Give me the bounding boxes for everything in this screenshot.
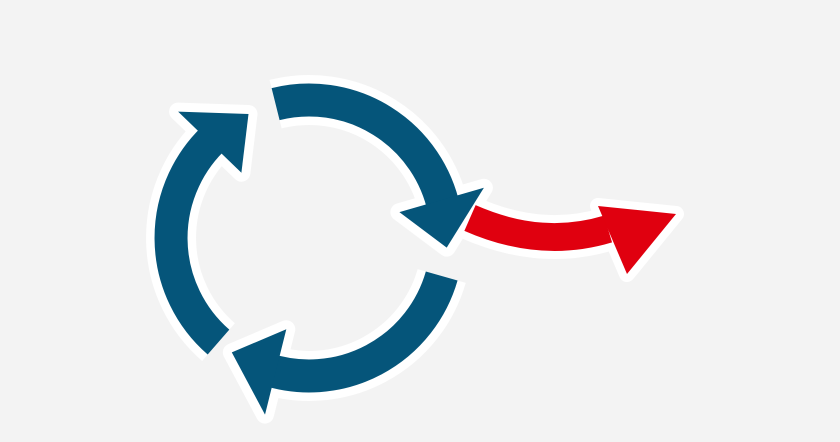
cycle-arrow-2 bbox=[271, 83, 461, 214]
colored-arrows bbox=[154, 83, 676, 415]
cycle-arrowhead-2 bbox=[399, 187, 484, 248]
cycle-arrowhead-3 bbox=[231, 329, 287, 415]
exit-arrow bbox=[464, 205, 613, 252]
exit-arrowhead bbox=[598, 206, 676, 274]
cycle-arrow-1 bbox=[154, 123, 230, 355]
cycle-arrow-3 bbox=[261, 271, 458, 393]
cycle-arrowhead-1 bbox=[178, 111, 249, 173]
